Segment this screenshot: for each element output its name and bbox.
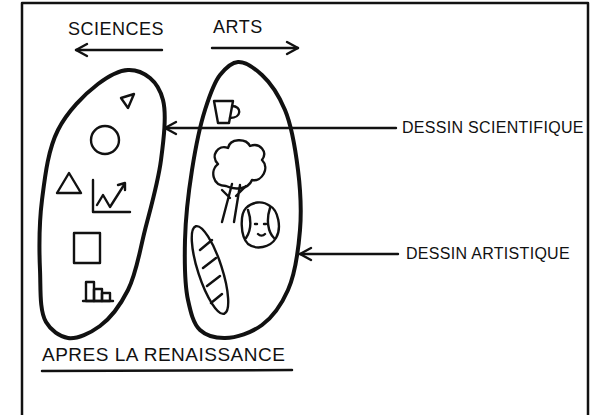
arrow-head: [76, 44, 87, 56]
arrow-head: [165, 122, 176, 134]
page-frame: [22, 3, 588, 415]
underline: [42, 370, 292, 371]
blob-outline: [39, 70, 164, 338]
tree-sketch: [213, 140, 265, 222]
region-heading: SCIENCES: [68, 18, 164, 40]
bar-chart-sketch: [83, 282, 113, 301]
baguette-sketch: [184, 223, 235, 318]
blob-outline-svg: [180, 14, 305, 344]
cup-body: [214, 101, 233, 123]
baguette-body: [184, 223, 235, 318]
chart-line: [97, 185, 124, 207]
face-features: [255, 224, 266, 236]
blob-outline: [185, 62, 301, 338]
triangle-sketch: [57, 173, 81, 193]
tree-canopy: [213, 140, 265, 188]
left-arrow: [76, 44, 162, 56]
callout-label: DESSIN SCIENTIFIQUE: [402, 118, 584, 138]
caption: APRES LA RENAISSANCE: [42, 344, 285, 366]
arrow-shaft: [76, 49, 162, 51]
leader-artistique: [300, 248, 398, 260]
circle-sketch: [91, 126, 119, 154]
region-node: SCIENCES: [38, 14, 173, 344]
blob-outline-svg: [38, 14, 173, 344]
bar-base: [83, 300, 113, 302]
region-heading: ARTS: [213, 16, 263, 38]
triangle-sketch: [121, 94, 134, 108]
square-sketch: [74, 233, 100, 263]
cup-sketch: [214, 101, 239, 123]
leader-line: [300, 253, 398, 255]
arrow-head: [287, 42, 298, 54]
chart-arrow: [118, 183, 125, 190]
chart-axes: [93, 180, 130, 212]
line-chart-sketch: [93, 180, 130, 212]
face-outline: [242, 202, 279, 247]
cup-handle: [230, 106, 239, 118]
arrow-shaft: [212, 47, 298, 49]
face-hair: [246, 208, 274, 238]
baguette-cuts: [200, 240, 222, 303]
face-sketch: [242, 202, 279, 247]
region-node: ARTS: [180, 14, 305, 344]
arrow-head: [300, 248, 311, 260]
callout-label: DESSIN ARTISTIQUE: [406, 244, 570, 264]
right-arrow: [212, 42, 298, 54]
